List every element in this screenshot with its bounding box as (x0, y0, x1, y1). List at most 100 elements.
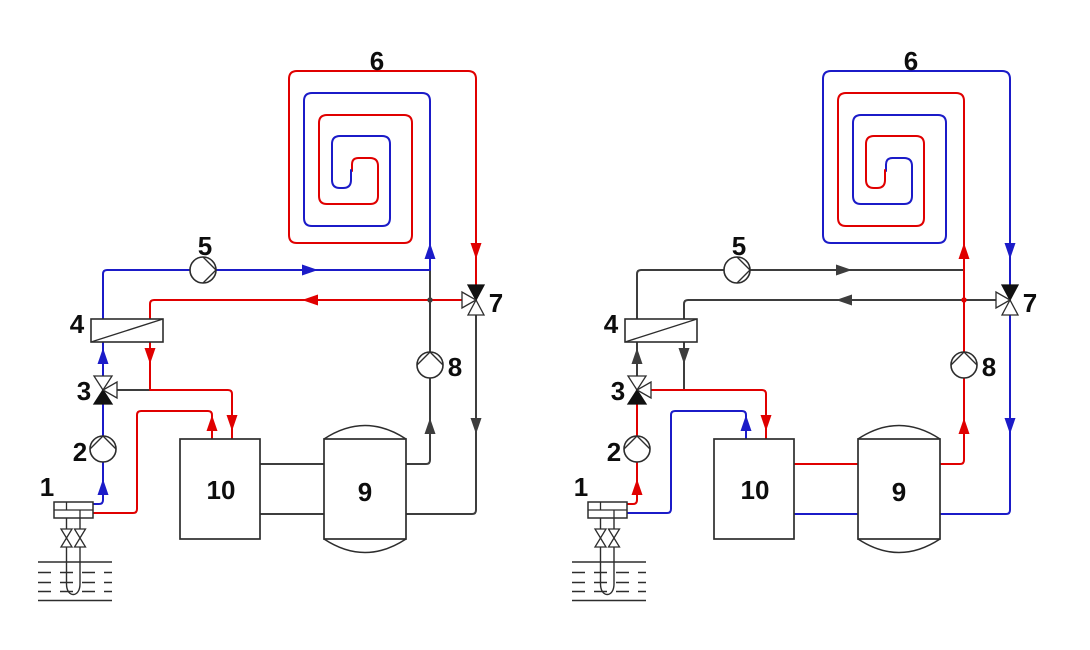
pipe-valve3-to-hp (683, 389, 767, 440)
flow-arrow (424, 418, 436, 434)
pipe-hx-return (149, 299, 477, 391)
flow-arrow (470, 418, 482, 434)
pipe-spiral-outer (822, 70, 1011, 289)
buffer-tank (323, 438, 407, 540)
brine-pump (89, 435, 117, 463)
pipe-junction-dot (427, 297, 433, 303)
brine-pump (623, 435, 651, 463)
valve7-port-bottom (1000, 298, 1020, 316)
label-floor-coil: 6 (904, 46, 918, 76)
label-heat-exchanger: 4 (70, 309, 85, 339)
pipe-valve7-to-tank (939, 311, 1011, 515)
label-valve-3: 3 (77, 376, 91, 406)
label-pump-5: 5 (732, 231, 746, 261)
pipe-hp-to-manifold (626, 410, 747, 514)
flow-arrow (302, 264, 318, 276)
tank-pump-8-impeller (950, 351, 978, 366)
flow-arrow (470, 243, 482, 259)
valve3-port-right (635, 380, 652, 400)
component-labels-left: 1 2 3 4 5 6 7 8 9 10 (40, 46, 503, 507)
label-heat-pump: 10 (207, 475, 236, 505)
component-labels-right: 1 2 3 4 5 6 7 8 9 10 (574, 46, 1037, 507)
label-valve-7: 7 (489, 288, 503, 318)
flow-arrow (958, 418, 970, 434)
flow-arrow (97, 348, 109, 364)
valve3-port-top (92, 375, 114, 392)
tank-pump-8 (950, 351, 978, 379)
buffer-tank-cap-bottom (323, 538, 407, 554)
probe-valve (607, 536, 621, 548)
heat-exchanger-diagonal (624, 318, 698, 343)
flow-arrow (836, 294, 852, 306)
probe-valve (59, 536, 74, 548)
flow-arrow (226, 415, 238, 431)
pipe-tank-riser (939, 269, 965, 465)
valve3-port-right (101, 380, 118, 400)
brine-pump-impeller (623, 435, 651, 450)
valve3-port-bottom (626, 388, 648, 405)
pipe-junction-dot (961, 297, 967, 303)
heat-pump-unit (713, 438, 795, 540)
tank-pump-8 (416, 351, 444, 379)
ground-probe-u-pipe (599, 518, 615, 596)
pipe-hx-supply (102, 269, 431, 391)
label-buffer-tank: 9 (892, 477, 906, 507)
pipe-spiral-inner (837, 92, 965, 271)
probe-valve (593, 536, 608, 548)
valve3-port-bottom (92, 388, 114, 405)
label-brine-pump: 2 (73, 437, 87, 467)
label-pump-8: 8 (448, 352, 462, 382)
valve7-port-bottom (466, 298, 486, 316)
buffer-tank (857, 438, 941, 540)
probe-valve (593, 528, 608, 540)
pipe-valve7-to-tank (405, 311, 477, 515)
pipe-hx-supply (636, 269, 965, 391)
pipe-ground-riser (92, 389, 104, 505)
label-valve-7: 7 (1023, 288, 1037, 318)
valve7-port-top (1000, 284, 1020, 302)
manifold-detail (54, 502, 93, 518)
flow-arrow (206, 415, 218, 431)
valve3-port-top (626, 375, 648, 392)
ground-probe-u-pipe (65, 518, 81, 596)
label-buffer-tank: 9 (358, 477, 372, 507)
valve7-port-left (995, 290, 1012, 310)
diagram-left (38, 70, 486, 602)
diagram-right (572, 70, 1020, 602)
manifold-detail (588, 502, 627, 518)
label-pump-5: 5 (198, 231, 212, 261)
label-floor-coil: 6 (370, 46, 384, 76)
probe-valve (73, 528, 87, 540)
flow-arrow (958, 243, 970, 259)
heat-exchanger-diagonal (90, 318, 164, 343)
label-heat-pump: 10 (741, 475, 770, 505)
label-pump-8: 8 (982, 352, 996, 382)
probe-valve (59, 528, 74, 540)
flow-arrow (1004, 418, 1016, 434)
buffer-tank-cap-top (323, 424, 407, 440)
label-ground-probe: 1 (40, 472, 54, 502)
flow-arrow (302, 294, 318, 306)
valve7-port-top (466, 284, 486, 302)
flow-arrow (97, 479, 109, 495)
pipe-hp-to-manifold (92, 410, 213, 514)
tank-pump-8-impeller (416, 351, 444, 366)
flow-arrow (424, 243, 436, 259)
pipe-tank-riser (405, 269, 431, 465)
circulation-pump-5-impeller (736, 256, 751, 284)
label-heat-exchanger: 4 (604, 309, 619, 339)
label-brine-pump: 2 (607, 437, 621, 467)
pipe-spiral-inner (303, 92, 431, 271)
circulation-pump-5-impeller (202, 256, 217, 284)
valve7-port-left (461, 290, 478, 310)
flow-arrow (760, 415, 772, 431)
flow-arrow (144, 348, 156, 364)
pipe-hx-return (683, 299, 1011, 391)
flow-arrow (740, 415, 752, 431)
flow-arrow (631, 348, 643, 364)
label-ground-probe: 1 (574, 472, 588, 502)
brine-pump-impeller (89, 435, 117, 450)
flow-arrow (1004, 243, 1016, 259)
